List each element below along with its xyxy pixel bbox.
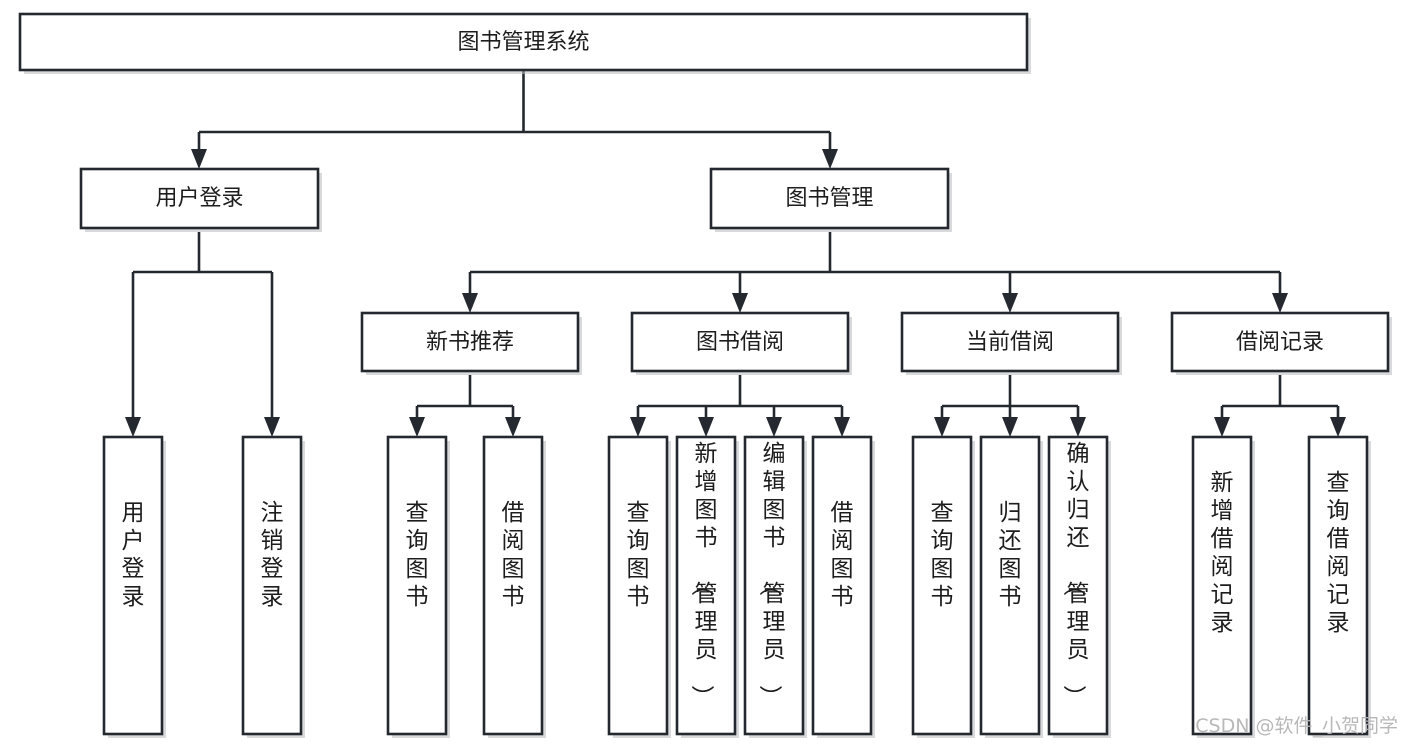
node-leaf-query-book-2-label: 查询图书 xyxy=(627,500,650,610)
node-book-manage-label: 图书管理 xyxy=(785,186,873,211)
node-leaf-edit-book-box[interactable] xyxy=(743,435,805,736)
node-leaf-add-book[interactable]: 新增图书（管理员） xyxy=(675,435,739,738)
connector-layer xyxy=(125,70,1346,437)
node-leaf-user-logout-label: 注销登录 xyxy=(261,500,284,610)
arrow-head-current-borrow xyxy=(1002,293,1018,313)
arrow-head-leaf-query-book-3 xyxy=(934,417,950,437)
arrow-head-book-borrow xyxy=(732,293,748,313)
node-user-login[interactable]: 用户登录 xyxy=(79,167,322,232)
arrow-head-leaf-add-record xyxy=(1214,417,1230,437)
node-leaf-user-login[interactable]: 用户登录 xyxy=(102,435,166,738)
node-leaf-query-book-2[interactable]: 查询图书 xyxy=(607,435,671,738)
node-current-borrow-label: 当前借阅 xyxy=(966,330,1054,355)
node-current-borrow-box[interactable] xyxy=(900,311,1120,373)
node-leaf-query-record-label: 查询借阅记录 xyxy=(1327,470,1350,636)
node-leaf-borrow-book-2-box[interactable] xyxy=(811,435,873,736)
csdn-watermark: CSDN @软件_小贺同学 xyxy=(1195,715,1398,737)
node-book-borrow[interactable]: 图书借阅 xyxy=(630,311,852,375)
node-user-login-label: 用户登录 xyxy=(155,186,243,211)
node-leaf-user-logout[interactable]: 注销登录 xyxy=(241,435,305,738)
arrow-head-leaf-edit-book xyxy=(766,417,782,437)
arrow-head-leaf-borrow-book-2 xyxy=(834,417,850,437)
arrow-head-leaf-user-logout xyxy=(264,417,280,437)
node-leaf-query-book-2-box[interactable] xyxy=(607,435,669,736)
node-leaf-query-record[interactable]: 查询借阅记录 xyxy=(1307,435,1371,738)
arrow-head-leaf-add-book xyxy=(698,417,714,437)
arrow-head-leaf-user-login xyxy=(125,417,141,437)
node-new-book-recommend-box[interactable] xyxy=(360,311,580,373)
node-leaf-return-book-box[interactable] xyxy=(979,435,1041,736)
node-leaf-add-book-label: 新增图书（管理员） xyxy=(689,441,718,708)
node-leaf-edit-book-label: 编辑图书（管理员） xyxy=(757,441,786,708)
node-leaf-return-book-label: 归还图书 xyxy=(999,500,1022,610)
node-new-book-recommend-label: 新书推荐 xyxy=(426,330,514,355)
node-borrow-record-label: 借阅记录 xyxy=(1236,330,1324,355)
node-leaf-query-book-3-label: 查询图书 xyxy=(931,500,954,610)
node-current-borrow[interactable]: 当前借阅 xyxy=(900,311,1122,375)
arrow-head-leaf-query-book-2 xyxy=(630,417,646,437)
arrow-head-user-login xyxy=(191,149,207,169)
node-root-label: 图书管理系统 xyxy=(457,30,589,55)
node-user-login-box[interactable] xyxy=(79,167,320,230)
node-leaf-borrow-book-2-label: 借阅图书 xyxy=(831,500,854,610)
node-leaf-query-book-3[interactable]: 查询图书 xyxy=(911,435,975,738)
node-root-box[interactable] xyxy=(18,12,1029,72)
arrow-head-new-book-recommend xyxy=(462,293,478,313)
node-leaf-add-record-box[interactable] xyxy=(1191,435,1253,736)
node-leaf-query-book-1[interactable]: 查询图书 xyxy=(386,435,450,738)
node-leaf-edit-book[interactable]: 编辑图书（管理员） xyxy=(743,435,807,738)
node-leaf-query-book-3-box[interactable] xyxy=(911,435,973,736)
arrow-head-leaf-borrow-book-1 xyxy=(505,417,521,437)
node-book-borrow-box[interactable] xyxy=(630,311,850,373)
node-book-manage[interactable]: 图书管理 xyxy=(709,167,952,232)
node-leaf-query-record-box[interactable] xyxy=(1307,435,1369,736)
node-leaf-query-book-1-label: 查询图书 xyxy=(406,500,429,610)
node-leaf-add-book-box[interactable] xyxy=(675,435,737,736)
arrow-head-leaf-confirm-return xyxy=(1070,417,1086,437)
node-borrow-record-box[interactable] xyxy=(1170,311,1390,373)
node-book-borrow-label: 图书借阅 xyxy=(696,330,784,355)
node-borrow-record[interactable]: 借阅记录 xyxy=(1170,311,1392,375)
node-leaf-borrow-book-2[interactable]: 借阅图书 xyxy=(811,435,875,738)
arrow-head-book-manage xyxy=(822,149,838,169)
node-leaf-user-logout-box[interactable] xyxy=(241,435,303,736)
node-leaf-query-book-1-box[interactable] xyxy=(386,435,448,736)
arrow-head-leaf-return-book xyxy=(1002,417,1018,437)
node-leaf-confirm-return[interactable]: 确认归还（管理员） xyxy=(1047,435,1111,738)
node-leaf-user-login-label: 用户登录 xyxy=(122,500,145,610)
node-leaf-borrow-book-1[interactable]: 借阅图书 xyxy=(482,435,546,738)
node-new-book-recommend[interactable]: 新书推荐 xyxy=(360,311,582,375)
node-root[interactable]: 图书管理系统 xyxy=(18,12,1031,74)
node-leaf-return-book[interactable]: 归还图书 xyxy=(979,435,1043,738)
node-leaf-borrow-book-1-label: 借阅图书 xyxy=(502,500,525,610)
node-leaf-confirm-return-label: 确认归还（管理员） xyxy=(1061,441,1090,708)
arrow-head-leaf-query-book-1 xyxy=(409,417,425,437)
node-leaf-confirm-return-box[interactable] xyxy=(1047,435,1109,736)
node-leaf-borrow-book-1-box[interactable] xyxy=(482,435,544,736)
node-book-manage-box[interactable] xyxy=(709,167,950,230)
node-leaf-add-record[interactable]: 新增借阅记录 xyxy=(1191,435,1255,738)
arrow-head-borrow-record xyxy=(1272,293,1288,313)
node-leaf-add-record-label: 新增借阅记录 xyxy=(1211,470,1234,636)
node-leaf-user-login-box[interactable] xyxy=(102,435,164,736)
arrow-head-leaf-query-record xyxy=(1330,417,1346,437)
